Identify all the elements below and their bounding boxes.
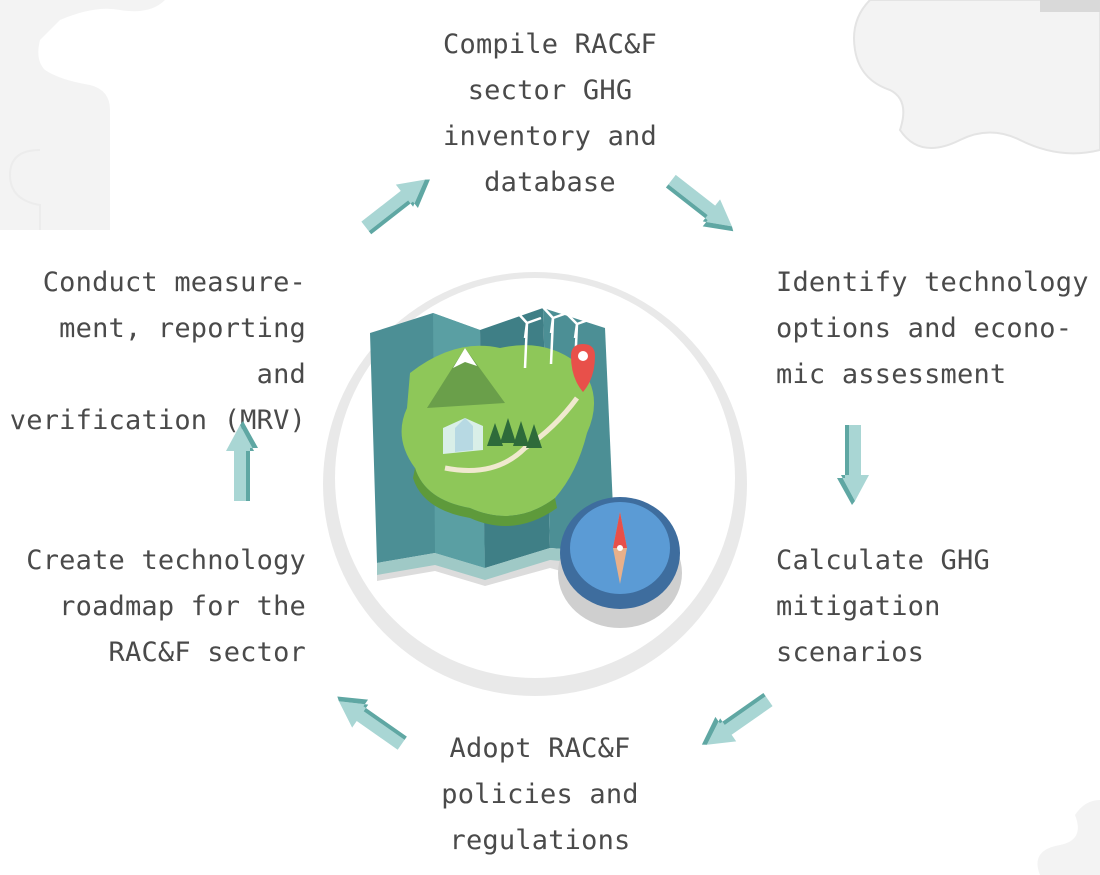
arrow-icon: [226, 421, 258, 501]
compass-icon: [558, 497, 682, 628]
puzzle-piece-icon: [0, 0, 165, 230]
step-calculate-scenarios: Calculate GHG mitigation scenarios: [776, 545, 990, 668]
wind-turbine-icon: [514, 304, 592, 369]
arrow-icon: [837, 425, 869, 505]
puzzle-piece-icon: [1037, 800, 1100, 875]
step-create-roadmap: Create technology roadmap for the RAC&F …: [26, 545, 306, 668]
arrow-icon: [701, 693, 773, 745]
arrow-icon: [337, 696, 407, 750]
step-compile-inventory: Compile RAC&F sector GHG inventory and d…: [443, 29, 657, 198]
arrow-icon: [361, 179, 430, 235]
step-identify-technology: Identify technology options and econo- m…: [776, 267, 1089, 390]
central-map-illustration: [323, 272, 747, 696]
arrow-icon: [665, 174, 734, 232]
map-icon: [370, 304, 615, 586]
puzzle-piece-icon: [853, 0, 1100, 155]
location-pin-icon: [571, 344, 595, 392]
step-adopt-policies: Adopt RAC&F policies and regulations: [441, 733, 639, 856]
step-conduct-mrv: Conduct measure- ment, reporting and ver…: [9, 267, 306, 436]
